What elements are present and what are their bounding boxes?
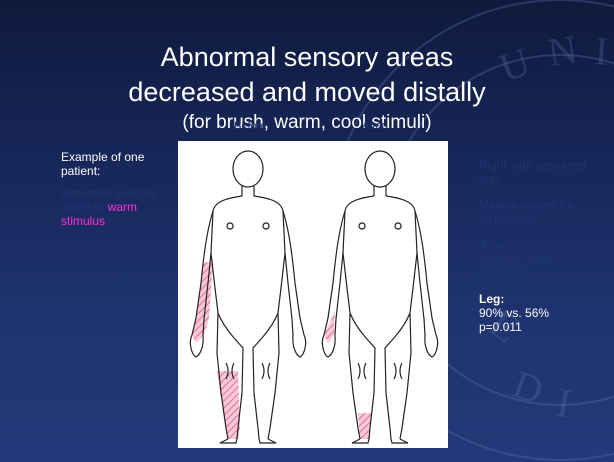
arm-values: 70% vs. 24%, p=0.004 (479, 252, 552, 280)
leg-stats: Leg: 90% vs. 56% p=0.011 (479, 292, 589, 334)
example-text: Example of one patient: (61, 150, 171, 178)
arm-heading: Arm: (479, 238, 589, 252)
body-diagrams (178, 141, 448, 448)
warm-word: warm (108, 200, 137, 214)
median-note: Median values for all patients (479, 198, 589, 226)
right-notes: Right side assessed only Median values f… (479, 158, 589, 346)
svg-text:I: I (553, 380, 574, 427)
leg-values: 90% vs. 56% p=0.011 (479, 306, 549, 334)
title-line-2: decreased and moved distally (0, 77, 614, 108)
arm-stats: Arm: 70% vs. 24%, p=0.004 (479, 238, 589, 280)
figure-label-after: After (362, 120, 385, 132)
body-before (190, 151, 305, 443)
left-notes: Example of one patient: abnormal sensory… (61, 150, 171, 228)
leg-heading: Leg: (479, 292, 589, 306)
body-map-figure: Before After (178, 141, 448, 448)
right-side-note: Right side assessed only (479, 158, 589, 186)
abnormal-note: abnormal sensory areas to warm stimulus (61, 186, 171, 228)
stimulus-word: stimulus (61, 214, 105, 228)
body-after (322, 151, 437, 443)
title-line-1: Abnormal sensory areas (0, 42, 614, 73)
svg-text:D: D (507, 361, 550, 413)
figure-label-before: Before (234, 120, 266, 132)
subtitle: (for brush, warm, cool stimuli) (0, 112, 614, 134)
abnormal-area-leg (217, 371, 240, 439)
